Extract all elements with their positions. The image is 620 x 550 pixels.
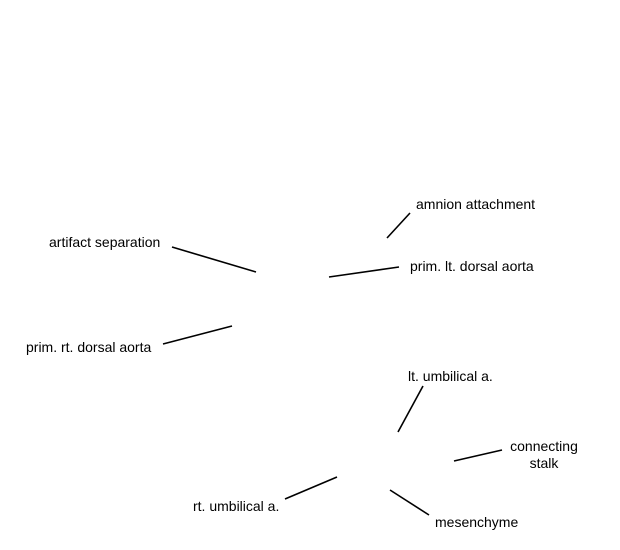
leader-line-prim-rt-dorsal-aorta	[162, 325, 233, 345]
annotation-rt-umbilical-a: rt. umbilical a.	[193, 476, 338, 514]
leader-line-amnion-attachment	[386, 212, 411, 239]
annotation-amnion-attachment: amnion attachment	[386, 196, 535, 239]
label-connecting-stalk-line1: connecting	[510, 438, 578, 454]
label-artifact-separation: artifact separation	[49, 234, 160, 250]
label-connecting-stalk-line2: stalk	[530, 455, 560, 471]
label-amnion-attachment: amnion attachment	[416, 196, 535, 212]
label-prim-rt-dorsal-aorta: prim. rt. dorsal aorta	[26, 339, 151, 355]
annotation-prim-rt-dorsal-aorta: prim. rt. dorsal aorta	[26, 325, 233, 355]
annotation-prim-lt-dorsal-aorta: prim. lt. dorsal aorta	[328, 258, 534, 278]
label-lt-umbilical-a: lt. umbilical a.	[408, 368, 493, 384]
leader-line-connecting-stalk	[453, 449, 503, 462]
label-mesenchyme: mesenchyme	[435, 514, 518, 530]
label-rt-umbilical-a: rt. umbilical a.	[193, 498, 279, 514]
leader-line-artifact-separation	[171, 246, 257, 273]
annotation-artifact-separation: artifact separation	[49, 234, 257, 273]
leader-line-rt-umbilical-a	[284, 476, 338, 500]
annotation-connecting-stalk: connecting stalk	[453, 438, 578, 471]
leader-line-mesenchyme	[389, 489, 430, 516]
label-prim-lt-dorsal-aorta: prim. lt. dorsal aorta	[410, 258, 534, 274]
leader-line-lt-umbilical-a	[397, 385, 424, 433]
leader-line-prim-lt-dorsal-aorta	[328, 266, 400, 278]
annotation-mesenchyme: mesenchyme	[389, 489, 518, 530]
annotation-lt-umbilical-a: lt. umbilical a.	[397, 368, 493, 433]
